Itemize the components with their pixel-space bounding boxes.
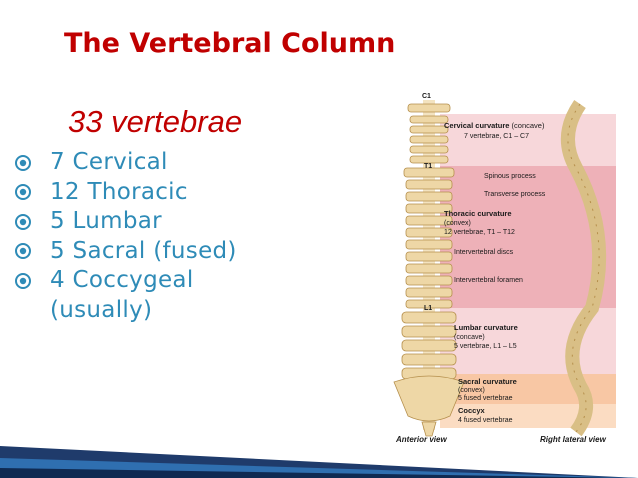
anterior-spine (393, 100, 465, 437)
vertebral-column-figure: C1 T1 L1 Cervical curvature (concave) 7 … (393, 93, 616, 444)
target-bullet-icon (14, 237, 50, 267)
target-bullet-icon (14, 207, 50, 237)
target-bullet-icon (14, 148, 50, 178)
svg-text:7 vertebrae, C1 – C7: 7 vertebrae, C1 – C7 (464, 133, 529, 140)
svg-text:5 fused vertebrae: 5 fused vertebrae (458, 395, 513, 402)
lumbar-label: Lumbar curvature (concave) 5 vertebrae, … (454, 323, 518, 350)
list-item-text: 5 Lumbar (50, 208, 162, 234)
slide-title: The Vertebral Column (64, 28, 396, 59)
svg-text:Cervical curvature (concave): Cervical curvature (concave) (444, 121, 545, 130)
list-item-text: 7 Cervical (50, 149, 168, 175)
c1-marker: C1 (422, 93, 431, 100)
list-item: 12 Thoracic (14, 178, 274, 208)
list-item: 5 Lumbar (14, 207, 274, 237)
cervical-band (440, 114, 616, 166)
svg-text:Thoracic curvature: Thoracic curvature (444, 209, 512, 218)
svg-text:Coccyx: Coccyx (458, 406, 486, 415)
list-item-text: 5 Sacral (fused) (50, 237, 237, 264)
target-bullet-icon (14, 266, 50, 296)
svg-text:(concave): (concave) (454, 334, 485, 341)
callout-foramen: Intervertebral foramen (454, 277, 523, 284)
svg-text:5 vertebrae, L1 – L5: 5 vertebrae, L1 – L5 (454, 343, 517, 350)
t1-marker: T1 (424, 163, 432, 170)
l1-marker: L1 (424, 305, 432, 312)
lateral-view-caption: Right lateral view (540, 435, 607, 444)
svg-text:(convex): (convex) (444, 220, 471, 227)
callout-discs: Intervertebral discs (454, 249, 514, 256)
svg-text:4 fused vertebrae: 4 fused vertebrae (458, 417, 513, 424)
callout-spinous: Spinous process (484, 173, 536, 180)
anterior-view-caption: Anterior view (395, 435, 447, 444)
svg-text:12 vertebrae, T1 – T12: 12 vertebrae, T1 – T12 (444, 229, 515, 236)
svg-text:(convex): (convex) (458, 387, 485, 394)
cervical-label: Cervical curvature (concave) 7 vertebrae… (444, 121, 545, 140)
list-item: 5 Sacral (fused) (14, 237, 274, 267)
coccyx-label: Coccyx 4 fused vertebrae (458, 406, 513, 424)
lateral-spine (560, 100, 607, 437)
svg-text:Sacral curvature: Sacral curvature (458, 377, 517, 386)
decorative-footer-stripe (0, 446, 638, 478)
thoracic-label: Thoracic curvature (convex) 12 vertebrae… (444, 209, 515, 236)
list-item-text: 4 Coccygeal (usually) (50, 267, 194, 323)
sacral-label: Sacral curvature (convex) 5 fused verteb… (458, 377, 517, 402)
target-bullet-icon (14, 178, 50, 208)
list-item-text: 12 Thoracic (50, 178, 188, 205)
bullet-list: 7 Cervical 12 Thoracic 5 Lumbar 5 Sacral… (14, 148, 274, 325)
list-item: 4 Coccygeal (usually) (14, 266, 274, 325)
callout-transverse: Transverse process (484, 191, 546, 198)
list-item: 7 Cervical (14, 148, 274, 178)
slide-subtitle: 33 vertebrae (68, 104, 243, 139)
svg-text:Lumbar curvature: Lumbar curvature (454, 323, 518, 332)
